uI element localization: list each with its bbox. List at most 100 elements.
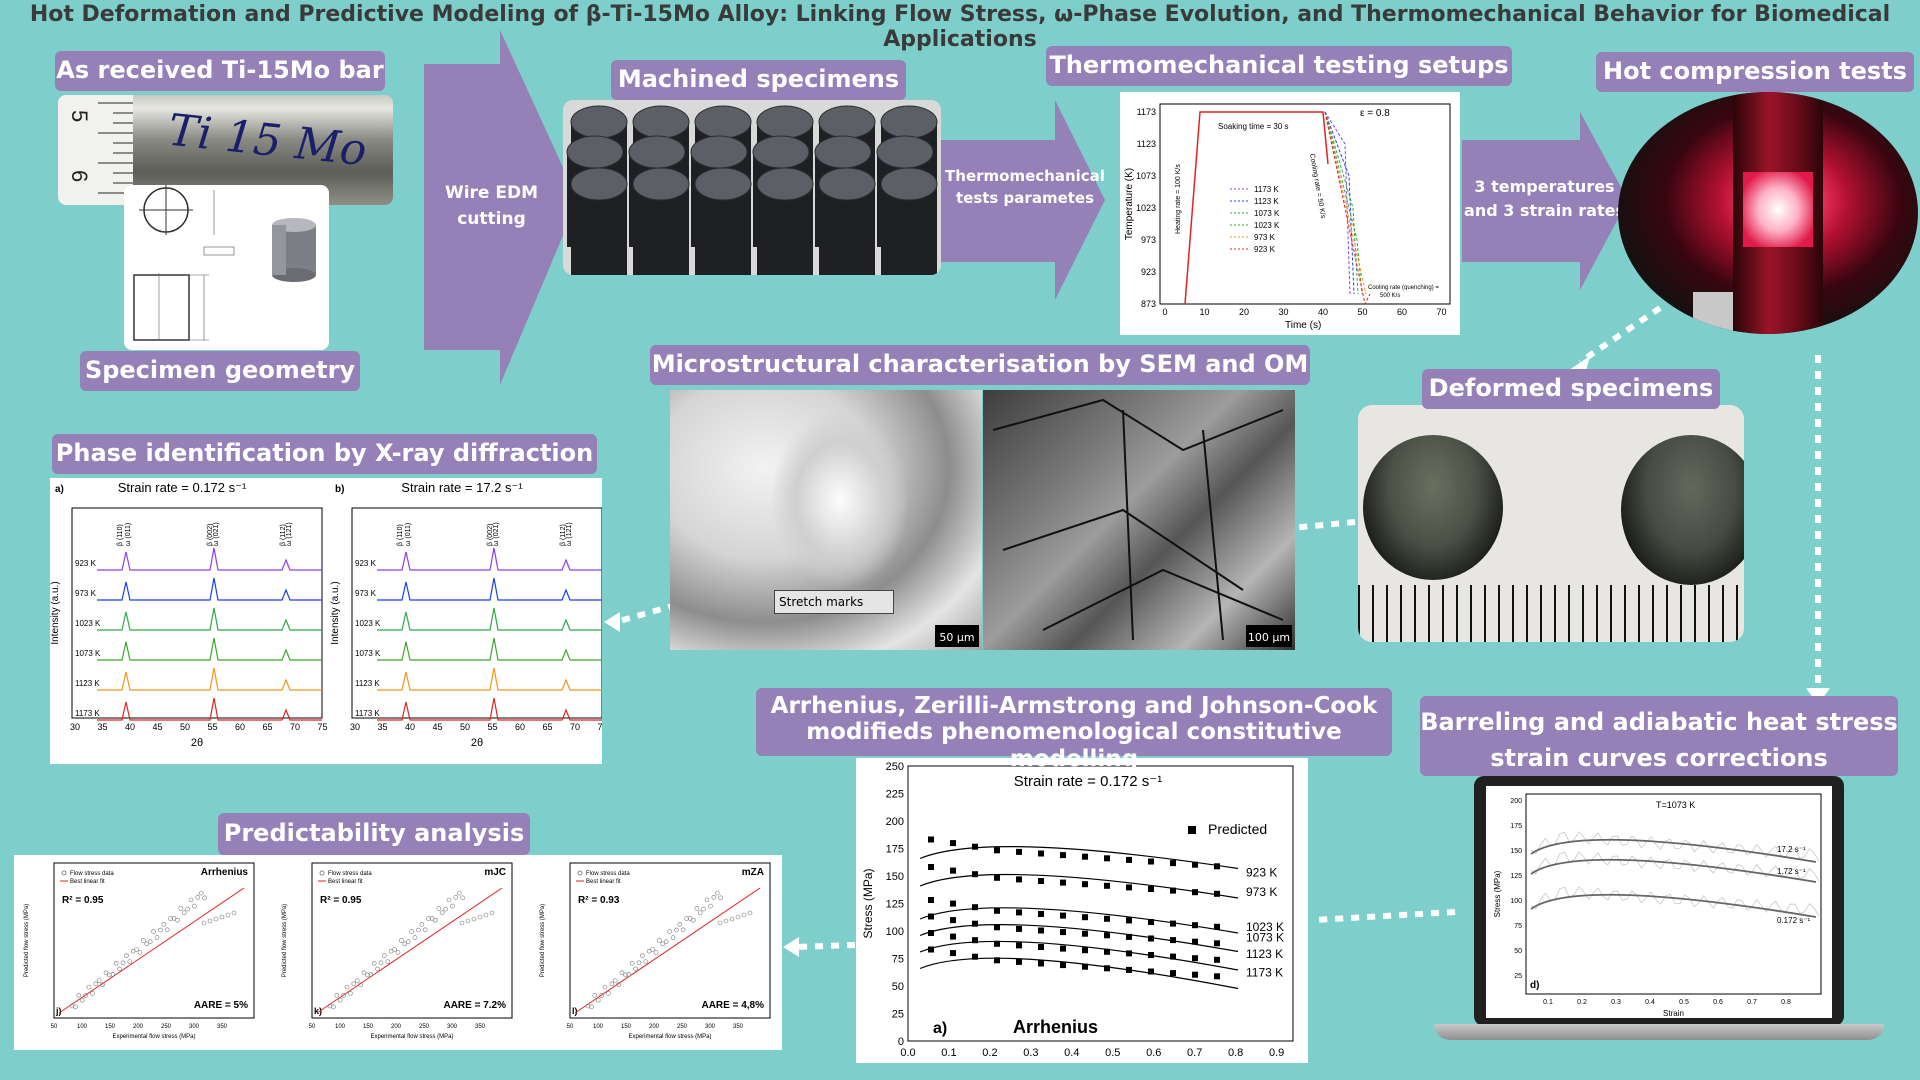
bar-xtick: 0.3 (1611, 999, 1621, 1006)
xrd-peak-label: β (110) (397, 524, 404, 546)
pred-point (124, 953, 129, 958)
label-thermo-setups: Thermomechanical testing setups (1046, 46, 1512, 86)
arr-point (1060, 962, 1066, 969)
xrd-xlabel: 2θ (471, 737, 483, 749)
pred-xtick: 150 (363, 1024, 374, 1030)
pred-legend-marker (319, 870, 325, 876)
deformed-specimen-2 (1621, 435, 1744, 585)
pred-point (127, 959, 133, 964)
arr-title: Strain rate = 0.172 s⁻¹ (1014, 773, 1162, 790)
xrd-temp-label: 1023 K (75, 619, 101, 628)
pred-point (137, 950, 143, 955)
pred-point (175, 917, 180, 923)
pred-xtick: 250 (161, 1024, 172, 1030)
pred-point (375, 966, 380, 972)
arr-legend: Predicted (1208, 821, 1267, 837)
arr-ytick: 25 (892, 1009, 904, 1021)
tm-xlabel: Time (s) (1285, 320, 1321, 331)
tm-soaking: Soaking time = 30 s (1218, 122, 1288, 131)
pred-point (402, 941, 408, 947)
label-predictability: Predictability analysis (218, 813, 530, 855)
xrd-peak-label: ω (011) (405, 523, 412, 546)
bar-ytick: 100 (1510, 898, 1522, 905)
pred-point (660, 941, 666, 947)
pred-fit-line (58, 887, 245, 1014)
label-machined: Machined specimens (611, 60, 906, 100)
tm-xtick: 20 (1239, 307, 1249, 317)
arr-temp-label: 973 K (1246, 885, 1277, 899)
pred-point (747, 910, 753, 916)
pred-ylabel: Predicted flow stress (MPa) (282, 904, 288, 977)
xrd-peak-label: β (002) (487, 524, 494, 546)
specimen-top (752, 135, 810, 169)
xrd-temp-label: 1173 K (75, 709, 100, 718)
label-specimen-geometry: Specimen geometry (80, 351, 360, 391)
pred-xlabel: Experimental flow stress (MPa) (628, 1034, 711, 1040)
pred-xtick: 250 (419, 1024, 430, 1030)
pred-point (368, 972, 374, 977)
pred-point (100, 982, 105, 988)
pred-point (69, 1003, 75, 1009)
bar-xtick: 0.1 (1543, 999, 1553, 1006)
arr-point (1126, 966, 1132, 973)
tm-strain: ε = 0.8 (1360, 108, 1390, 119)
bar-raw-curve (1530, 886, 1820, 917)
pred-point (110, 972, 116, 977)
xrd-peak-label: β (112) (280, 524, 287, 546)
pred-point (83, 993, 88, 998)
pred-legend2: Best linear fit (586, 879, 621, 885)
arr-point (950, 933, 956, 940)
pred-point (144, 941, 150, 947)
xrd-peak-label: ω (021) (493, 522, 500, 546)
pred-model: Arrhenius (201, 867, 249, 878)
arr-point (1170, 953, 1176, 960)
xrd-xtick: 60 (235, 722, 245, 732)
xrd-xtick: 50 (180, 722, 190, 732)
pred-xtick: 200 (133, 1024, 144, 1030)
tm-quench2: 500 K/s (1380, 293, 1400, 299)
pred-point (334, 992, 340, 998)
bar-ytick: 75 (1514, 923, 1522, 930)
laptop-base (1434, 1024, 1884, 1040)
svg-text:5: 5 (67, 110, 92, 122)
xrd-temp-label: 1123 K (355, 679, 380, 688)
pred-point (619, 970, 625, 976)
bar-xtick: 0.2 (1577, 999, 1587, 1006)
arr-point (1016, 925, 1022, 932)
pred-point (714, 890, 720, 896)
xrd-xtick: 70 (570, 722, 580, 732)
xrd-xtick: 65 (262, 722, 272, 732)
xrd-title: Strain rate = 0.172 s⁻¹ (118, 480, 247, 495)
pred-point (459, 920, 465, 926)
arr-point (1192, 922, 1198, 929)
xrd-pattern (377, 697, 602, 721)
arr-point (950, 867, 956, 874)
specimen-top (880, 105, 938, 139)
xrd-xtick: 65 (542, 722, 552, 732)
xrd-xtick: 40 (405, 722, 415, 732)
pred-point (337, 997, 343, 1003)
xrd-xtick: 55 (487, 722, 497, 732)
arr-xtick: 0.8 (1228, 1047, 1243, 1059)
ruler (1358, 585, 1744, 642)
arr-point (1170, 887, 1176, 894)
pred-legend2: Best linear fit (328, 879, 363, 885)
bar-ytick: 175 (1510, 823, 1522, 830)
pred-point (443, 906, 448, 912)
pred-xtick: 200 (391, 1024, 402, 1030)
arr-point (1214, 890, 1220, 897)
pred-point (436, 906, 442, 911)
arr-point (1214, 863, 1220, 870)
pred-point (633, 966, 638, 972)
pred-point (192, 903, 197, 909)
xrd-peak-label: ω (021) (213, 522, 220, 546)
pred-point (348, 991, 353, 996)
arr-point (1192, 889, 1198, 896)
arr-point (1148, 919, 1154, 925)
bar-ytick: 25 (1514, 973, 1522, 980)
arr-xtick: 0.6 (1146, 1047, 1161, 1059)
arr-point (950, 900, 956, 907)
arr-point (972, 953, 978, 960)
tm-ytick: 873 (1141, 299, 1156, 309)
